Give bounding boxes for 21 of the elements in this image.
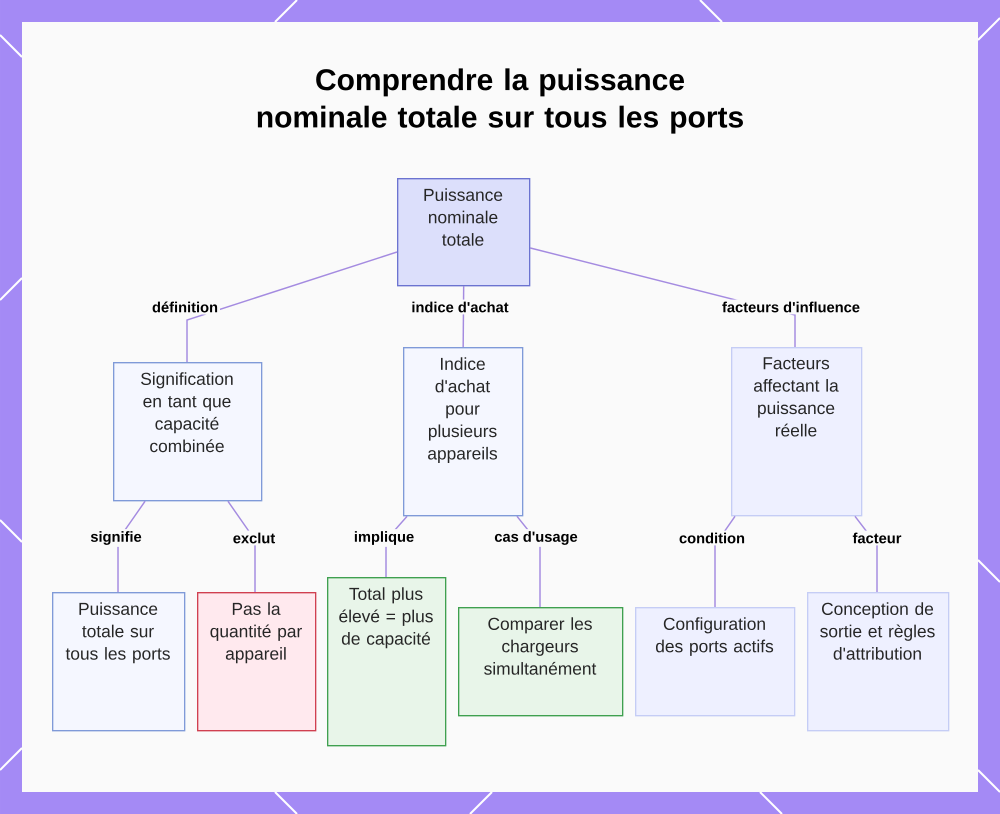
concept-box: Conception de sortie et règles d'attribution [807, 592, 950, 732]
concept-box: Signification en tant que capacité combinée [113, 362, 262, 502]
connector-line [186, 251, 398, 362]
edge-label: condition [677, 530, 747, 546]
concept-box: Puissance nominale totale [397, 178, 530, 286]
edge-label: facteurs d'influence [720, 300, 862, 314]
concept-box: Total plus élevé = plus de capacité [327, 577, 446, 746]
edge-label: facteur [850, 530, 904, 546]
edge-label: signifie [88, 529, 144, 547]
edge-label: exclut [230, 530, 278, 546]
edge-label: implique [352, 529, 416, 547]
title: Comprendre la puissance nominale totale sur tous les ports [258, 68, 743, 134]
edge-label: définition [150, 300, 220, 314]
concept-box: Configuration des ports actifs [635, 607, 796, 716]
concept-box: Comparer les chargeurs simultanément [458, 607, 624, 716]
concept-box: Pas la quantité par appareil [197, 592, 316, 732]
concept-box: Puissance totale sur tous les ports [52, 592, 186, 732]
concept-box: Facteurs affectant la puissance réelle [731, 347, 862, 516]
edge-label: indice d'achat [409, 300, 511, 314]
edge-label: cas d'usage [492, 529, 580, 547]
concept-box: Indice d'achat pour plusieurs appareils [403, 347, 524, 516]
